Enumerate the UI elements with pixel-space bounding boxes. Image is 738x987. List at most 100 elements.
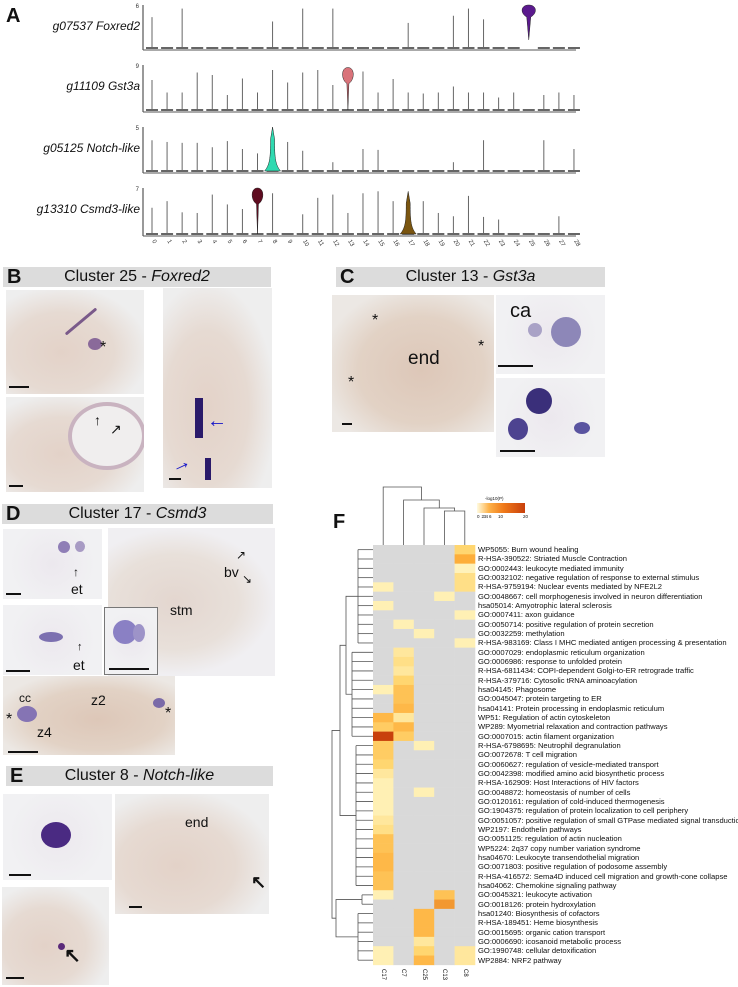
micrograph-e-top-left bbox=[3, 794, 112, 880]
panel-e-header: E Cluster 8 - Notch-like bbox=[6, 766, 273, 786]
term-label: GO:0015695: organic cation transport bbox=[478, 927, 606, 937]
column-label: C7 bbox=[400, 968, 407, 977]
micrograph-d-middle-left: ↑ et bbox=[3, 605, 102, 675]
heatmap-cell bbox=[373, 628, 394, 639]
heatmap-cell bbox=[373, 675, 394, 686]
scale-bar bbox=[8, 751, 38, 753]
heatmap-cell bbox=[373, 890, 394, 900]
x-tick-label: 9 bbox=[286, 239, 293, 245]
scale-bar bbox=[500, 450, 535, 452]
heatmap-cell bbox=[454, 684, 476, 695]
heatmap-cell bbox=[373, 740, 394, 751]
heatmap-cell bbox=[434, 908, 455, 919]
heatmap-cell bbox=[373, 694, 394, 704]
x-tick-label: 25 bbox=[527, 239, 536, 248]
heatmap-cell bbox=[434, 787, 455, 798]
heatmap-cell bbox=[454, 656, 476, 667]
stained-cell bbox=[508, 418, 528, 440]
heatmap-cell bbox=[393, 890, 415, 900]
x-tick-label: 10 bbox=[301, 239, 310, 248]
term-label: GO:0048667: cell morphogenesis involved … bbox=[478, 591, 703, 601]
heatmap-cell bbox=[454, 918, 476, 928]
heatmap-cell bbox=[393, 619, 415, 630]
heatmap-cell bbox=[393, 899, 415, 910]
term-label: GO:0048872: homeostasis of number of cel… bbox=[478, 787, 631, 797]
term-label: GO:0006690: icosanoid metabolic process bbox=[478, 936, 622, 946]
heatmap-cell bbox=[454, 862, 476, 872]
heatmap-cell bbox=[434, 610, 455, 620]
heatmap-cell bbox=[393, 675, 415, 686]
term-label: GO:0051125: regulation of actin nucleati… bbox=[478, 834, 622, 844]
heatmap-cell bbox=[393, 572, 415, 583]
heatmap-cell bbox=[413, 582, 435, 592]
term-label: GO:0007015: actin filament organization bbox=[478, 731, 614, 741]
stained-cell bbox=[41, 822, 71, 848]
heatmap-cell bbox=[454, 936, 476, 947]
term-label: GO:0120161: regulation of cold-induced t… bbox=[478, 796, 665, 806]
heatmap-cell bbox=[434, 750, 455, 760]
heatmap-cell bbox=[413, 722, 435, 732]
heatmap-cell bbox=[434, 815, 455, 826]
heatmap-cell bbox=[413, 843, 435, 854]
heatmap-cell bbox=[393, 610, 415, 620]
term-label: hsa04062: Chemokine signaling pathway bbox=[478, 880, 617, 890]
micrograph-b-top-left: * bbox=[6, 290, 144, 394]
micrograph-b-bottom-left: ↑ ↗ bbox=[6, 397, 144, 492]
panel-f-letter: F bbox=[333, 511, 346, 533]
heatmap-cell bbox=[393, 638, 415, 648]
heatmap-cell bbox=[454, 545, 476, 555]
heatmap-cell bbox=[454, 759, 476, 770]
column-label: C17 bbox=[380, 968, 386, 980]
panel-b-title: Cluster 25 - bbox=[64, 268, 152, 285]
heatmap-cell bbox=[454, 806, 476, 816]
heatmap-cell bbox=[454, 796, 476, 807]
stained-cell bbox=[133, 624, 145, 642]
y-tick-label: 5 bbox=[136, 126, 140, 132]
heatmap-cell bbox=[434, 824, 455, 835]
term-label: WP289: Myometrial relaxation and contrac… bbox=[478, 722, 668, 732]
x-tick-label: 5 bbox=[226, 239, 233, 245]
term-label: hsa04670: Leukocyte transendothelial mig… bbox=[478, 852, 640, 862]
scale-bar bbox=[342, 423, 352, 425]
heatmap-cell bbox=[434, 554, 455, 564]
heatmap-cell bbox=[393, 908, 415, 919]
heatmap-cell bbox=[373, 796, 394, 807]
heatmap-cell bbox=[434, 918, 455, 928]
heatmap-cell bbox=[393, 806, 415, 816]
x-tick-label: 13 bbox=[346, 239, 355, 248]
micrograph-b-right: ← → bbox=[163, 288, 272, 488]
term-label: WP2884: NRF2 pathway bbox=[478, 955, 562, 965]
heatmap-cell bbox=[413, 563, 435, 574]
term-label: R-HSA-162909: Host Interactions of HIV f… bbox=[478, 778, 639, 788]
arrow-icon: ↖ bbox=[64, 945, 81, 967]
heatmap-cell bbox=[434, 628, 455, 639]
heatmap-cell bbox=[373, 918, 394, 928]
heatmap-cell bbox=[373, 834, 394, 844]
heatmap-cell bbox=[413, 545, 435, 555]
heatmap-cell bbox=[413, 806, 435, 816]
heatmap-cell bbox=[393, 927, 415, 938]
heatmap-cell bbox=[413, 694, 435, 704]
cc-label: cc bbox=[19, 691, 31, 705]
heatmap-cell bbox=[373, 647, 394, 658]
heatmap-cell bbox=[413, 796, 435, 807]
heatmap-cell bbox=[434, 806, 455, 816]
heatmap-cell bbox=[434, 862, 455, 872]
vessel-outline bbox=[68, 402, 144, 470]
heatmap-cell bbox=[454, 815, 476, 826]
panel-c-header: C Cluster 13 - Gst3a bbox=[336, 267, 605, 287]
heatmap-cell bbox=[454, 694, 476, 704]
micrograph-c-ca: ca bbox=[496, 295, 605, 374]
heatmap-cell bbox=[373, 572, 394, 583]
heatmap-cell bbox=[413, 731, 435, 742]
z2-label: z2 bbox=[91, 692, 106, 708]
term-label: GO:0045047: protein targeting to ER bbox=[478, 694, 602, 704]
term-label: GO:0045321: leukocyte activation bbox=[478, 890, 592, 900]
x-tick-label: 20 bbox=[452, 239, 461, 248]
heatmap-cell bbox=[454, 852, 476, 863]
x-tick-label: 22 bbox=[482, 239, 491, 248]
heatmap-cell bbox=[454, 899, 476, 910]
asterisk-label: * bbox=[372, 312, 379, 329]
term-label: GO:0007411: axon guidance bbox=[478, 610, 575, 620]
arrow-icon: ↑ bbox=[77, 641, 83, 653]
